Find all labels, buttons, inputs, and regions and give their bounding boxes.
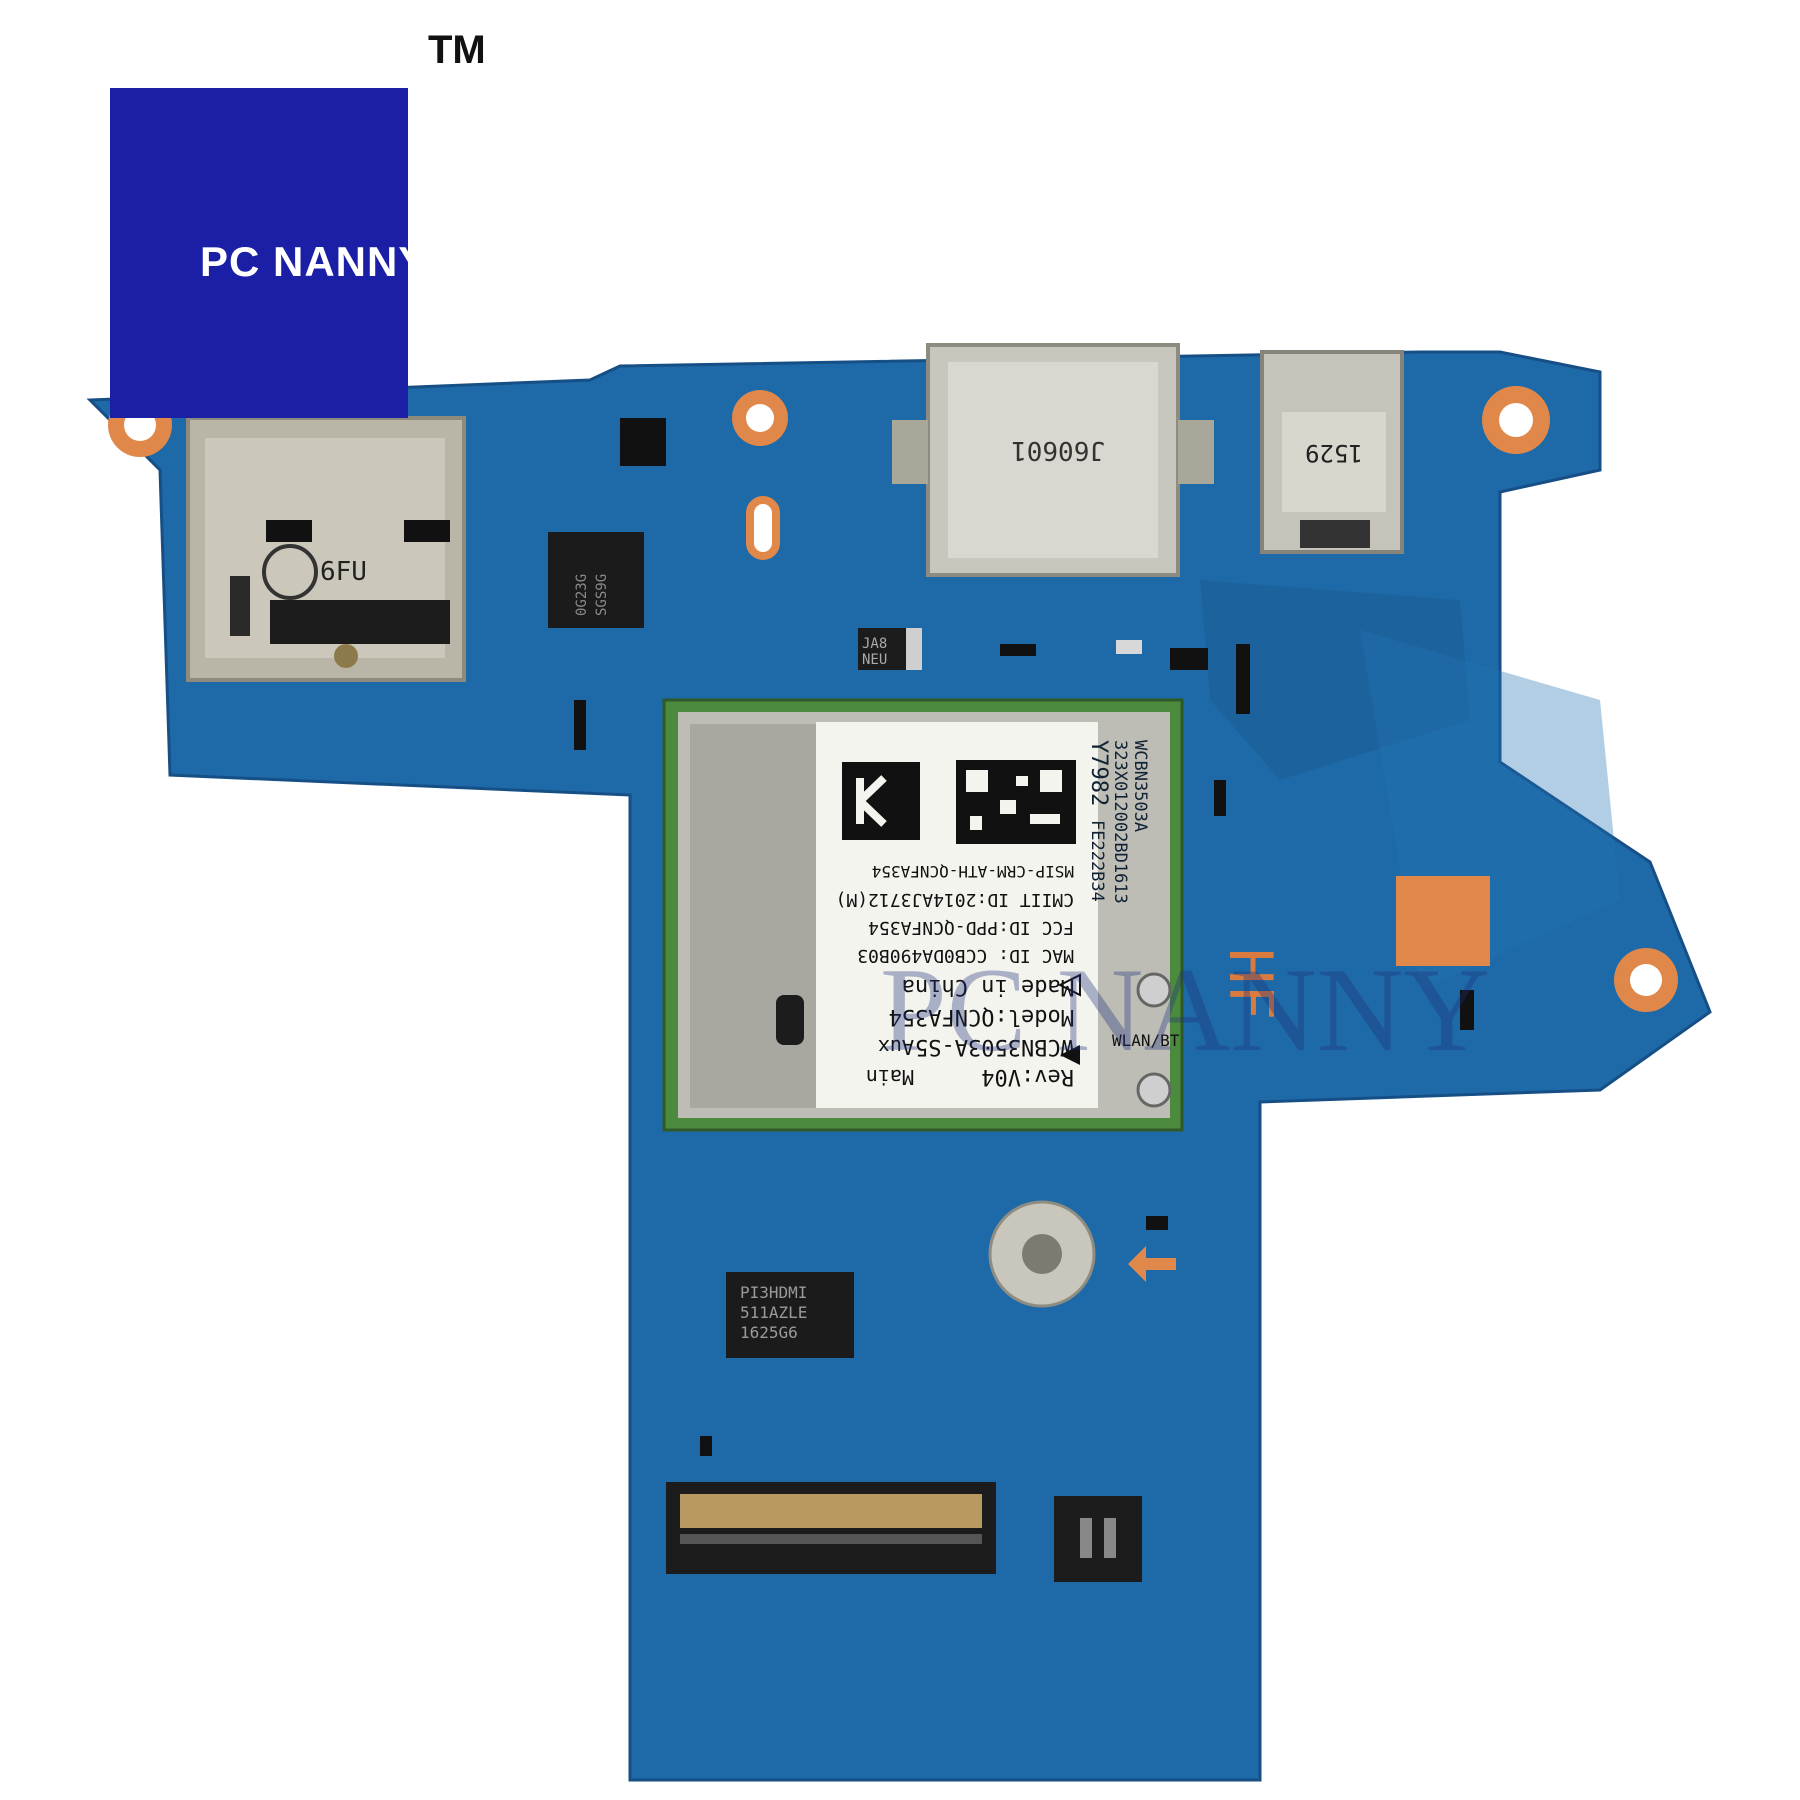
label-model-code: WCBN3503A-S5 — [915, 1034, 1074, 1059]
main-antenna-indicator — [1057, 973, 1081, 997]
aux-antenna-indicator — [1060, 1045, 1080, 1065]
label-cmiit: CMIIT ID:2014AJ3712(M) — [836, 889, 1074, 910]
diode-component: JA8 NEU — [858, 628, 922, 670]
label-aux: Aux — [878, 1035, 914, 1059]
small-connector — [1054, 1496, 1142, 1582]
controller-chip: 0G23G SGS9G — [548, 532, 644, 628]
side-line4: FE222B34 — [1087, 820, 1107, 902]
component-a — [574, 700, 586, 750]
label-main: Main — [866, 1065, 914, 1089]
hdmi-chip-line1: PI3HDMI — [740, 1283, 807, 1302]
brand-logo-text: PC NANNY — [200, 238, 428, 285]
side-line1: WCBN3503A — [1130, 740, 1150, 832]
mounting-hole-right — [1614, 948, 1678, 1012]
screw-standoff — [988, 1200, 1096, 1308]
aux-antenna-connector — [1136, 1072, 1172, 1108]
usb-c-stamp: J60601 — [1011, 435, 1105, 465]
small-component-4 — [1236, 644, 1250, 714]
component-e — [700, 1436, 712, 1456]
controller-chip-line2: SGS9G — [594, 574, 610, 616]
ribbon-connector — [666, 1482, 996, 1574]
copper-pad — [1396, 876, 1490, 966]
label-msip: MSIP-CRM-ATH-QCNFA354 — [872, 862, 1074, 881]
usb-c-port: J60601 — [892, 343, 1214, 577]
small-component-2 — [1170, 648, 1208, 670]
small-component-3 — [1000, 644, 1036, 656]
sd-card-slot: 6FU — [186, 416, 466, 682]
qr-code — [956, 760, 1076, 844]
label-fcc: FCC ID:PPD-QCNFA354 — [868, 917, 1074, 938]
label-rev: Rev:V04 — [981, 1064, 1074, 1089]
label-origin: Made in China — [902, 974, 1074, 999]
mounting-slot — [746, 496, 780, 560]
side-line3: Y7982 — [1086, 740, 1111, 806]
hdmi-chip: PI3HDMI 511AZLE 1625G6 — [726, 1272, 854, 1358]
wifi-module: Rev:V04 WCBN3503A-S5 Model:QCNFA354 Made… — [662, 698, 1184, 1132]
micro-usb-port: 1529 — [1260, 350, 1404, 554]
component-b — [1214, 780, 1226, 816]
trademark-mark: TM — [428, 28, 486, 72]
diode-marking-2: NEU — [862, 652, 887, 668]
antenna-port-label: WLAN/BT — [1112, 1031, 1180, 1050]
brand-logo-box — [110, 88, 408, 418]
diode-marking: JA8 — [862, 636, 887, 652]
component-d — [1460, 990, 1474, 1030]
side-line2: 323X012002BD1613 — [1110, 740, 1130, 904]
small-ic — [620, 418, 666, 466]
mounting-hole-right-top — [1482, 386, 1550, 454]
hdmi-chip-line2: 511AZLE — [740, 1303, 807, 1322]
component-c — [1146, 1216, 1168, 1230]
small-component — [1116, 640, 1142, 654]
arrow-marking — [1128, 1246, 1176, 1282]
label-mac: MAC ID: CCB0DA490B03 — [857, 945, 1074, 966]
silkscreen-hf: HF — [1215, 948, 1285, 1020]
main-antenna-connector — [1136, 972, 1172, 1008]
label-model: Model:QCNFA354 — [889, 1004, 1074, 1029]
micro-usb-stamp: 1529 — [1305, 439, 1363, 467]
controller-chip-line1: 0G23G — [574, 574, 590, 616]
card-slot-mark: 6FU — [320, 557, 367, 587]
hdmi-chip-line3: 1625G6 — [740, 1323, 798, 1342]
kc-certification-mark — [842, 762, 920, 840]
pcb-trace-region — [1200, 580, 1470, 780]
mounting-hole-mid — [732, 390, 788, 446]
